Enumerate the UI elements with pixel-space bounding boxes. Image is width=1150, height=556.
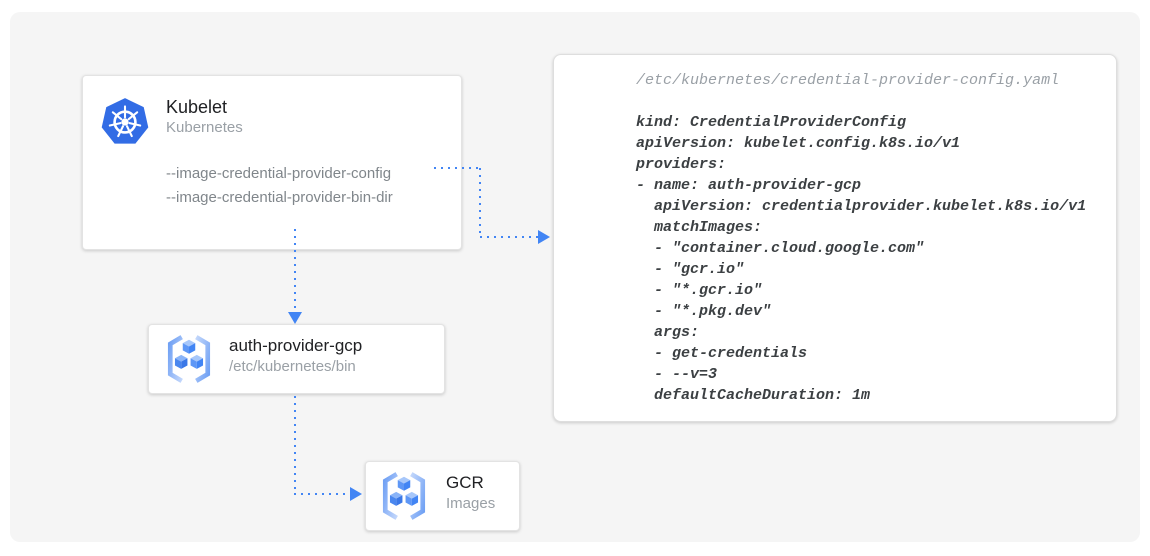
kubelet-flag-config: --image-credential-provider-config xyxy=(166,165,392,182)
edge-auth-to-gcr-seg2 xyxy=(294,493,351,495)
code-line: providers: xyxy=(636,156,727,173)
gcr-title: GCR xyxy=(446,473,484,492)
container-registry-icon xyxy=(378,470,430,522)
container-registry-icon xyxy=(163,333,215,385)
code-line: defaultCacheDuration: 1m xyxy=(636,387,871,404)
node-auth-provider-gcp: auth-provider-gcp /etc/kubernetes/bin xyxy=(148,324,445,394)
credential-provider-config-panel: /etc/kubernetes/credential-provider-conf… xyxy=(553,54,1117,422)
arrowhead-into-gcr xyxy=(350,487,362,501)
code-line: - name: auth-provider-gcp xyxy=(636,177,862,194)
kubelet-subtitle: Kubernetes xyxy=(166,119,243,136)
auth-provider-subtitle: /etc/kubernetes/bin xyxy=(229,358,356,375)
edge-config-to-yaml-seg1 xyxy=(434,167,481,169)
code-line: - "*.pkg.dev" xyxy=(636,303,772,320)
code-line: args: xyxy=(636,324,700,341)
node-kubelet: Kubelet Kubernetes --image-credential-pr… xyxy=(82,75,462,250)
diagram-canvas: Kubelet Kubernetes --image-credential-pr… xyxy=(10,12,1140,542)
auth-provider-title: auth-provider-gcp xyxy=(229,336,363,355)
code-line: - --v=3 xyxy=(636,366,718,383)
code-line: - get-credentials xyxy=(636,345,808,362)
kubelet-title: Kubelet xyxy=(166,97,228,117)
kubernetes-icon xyxy=(99,95,151,147)
code-line: matchImages: xyxy=(636,219,763,236)
arrowhead-into-yaml-panel xyxy=(538,230,550,244)
node-gcr: GCR Images xyxy=(365,461,520,531)
edge-config-to-yaml-seg3 xyxy=(480,236,539,238)
code-line: - "gcr.io" xyxy=(636,261,745,278)
arrowhead-into-auth-provider xyxy=(288,312,302,324)
gcr-subtitle: Images xyxy=(446,495,496,512)
code-line: - "*.gcr.io" xyxy=(636,282,763,299)
code-line: apiVersion: credentialprovider.kubelet.k… xyxy=(636,198,1087,215)
code-line: kind: CredentialProviderConfig xyxy=(636,114,907,131)
code-line: apiVersion: kubelet.config.k8s.io/v1 xyxy=(636,135,961,152)
edge-kubelet-to-auth-seg xyxy=(294,229,296,313)
edge-auth-to-gcr-seg1 xyxy=(294,396,296,494)
config-file-path: /etc/kubernetes/credential-provider-conf… xyxy=(636,72,1060,89)
code-line: - "container.cloud.google.com" xyxy=(636,240,925,257)
kubelet-flag-bin-dir: --image-credential-provider-bin-dir xyxy=(166,189,393,206)
kubelet-flags: --image-credential-provider-config --ima… xyxy=(166,162,393,210)
edge-config-to-yaml-seg2 xyxy=(479,168,481,238)
